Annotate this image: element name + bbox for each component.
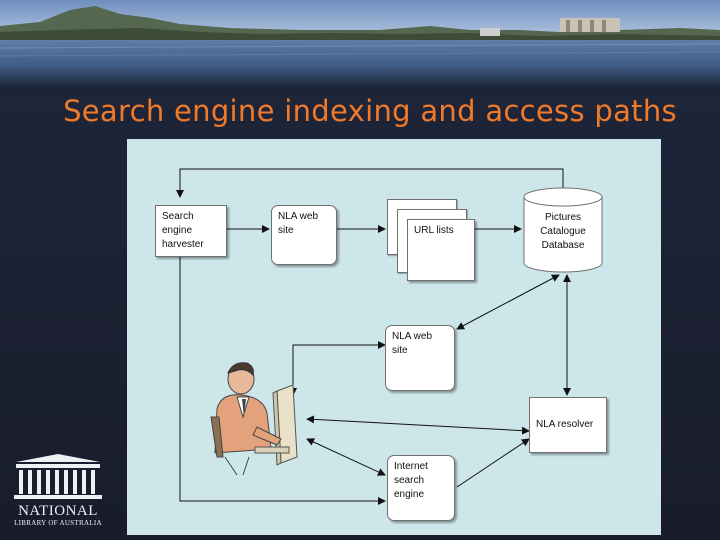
database-label: Pictures Catalogue Database bbox=[523, 211, 603, 253]
node-nla-resolver: NLA resolver bbox=[529, 397, 607, 453]
arrow-database-nla-site-mid bbox=[457, 275, 559, 329]
logo-subtitle: LIBRARY OF AUSTRALIA bbox=[10, 519, 106, 527]
node-internet-search-engine: Internet search engine bbox=[387, 455, 455, 521]
node-nla-web-site-mid: NLA web site bbox=[385, 325, 455, 391]
arrow-resolver-to-internet-search bbox=[457, 439, 529, 487]
diagram-panel: Search engine harvester NLA web site URL… bbox=[127, 139, 661, 535]
nla-logo: NATIONAL LIBRARY OF AUSTRALIA bbox=[10, 452, 106, 530]
arrow-user-resolver bbox=[307, 419, 529, 431]
user-at-computer-icon bbox=[197, 357, 307, 477]
slide-title: Search engine indexing and access paths bbox=[0, 94, 720, 128]
node-pictures-catalogue-database: Pictures Catalogue Database bbox=[523, 187, 603, 273]
node-search-engine-harvester: Search engine harvester bbox=[155, 205, 227, 257]
library-building-icon bbox=[10, 452, 106, 502]
node-nla-web-site-top: NLA web site bbox=[271, 205, 337, 265]
header-banner-photo bbox=[0, 0, 720, 90]
logo-wordmark: NATIONAL bbox=[10, 503, 106, 520]
arrow-database-to-harvester bbox=[180, 169, 563, 197]
node-url-lists: URL lists bbox=[407, 219, 475, 281]
arrow-user-internet-search bbox=[307, 439, 385, 475]
